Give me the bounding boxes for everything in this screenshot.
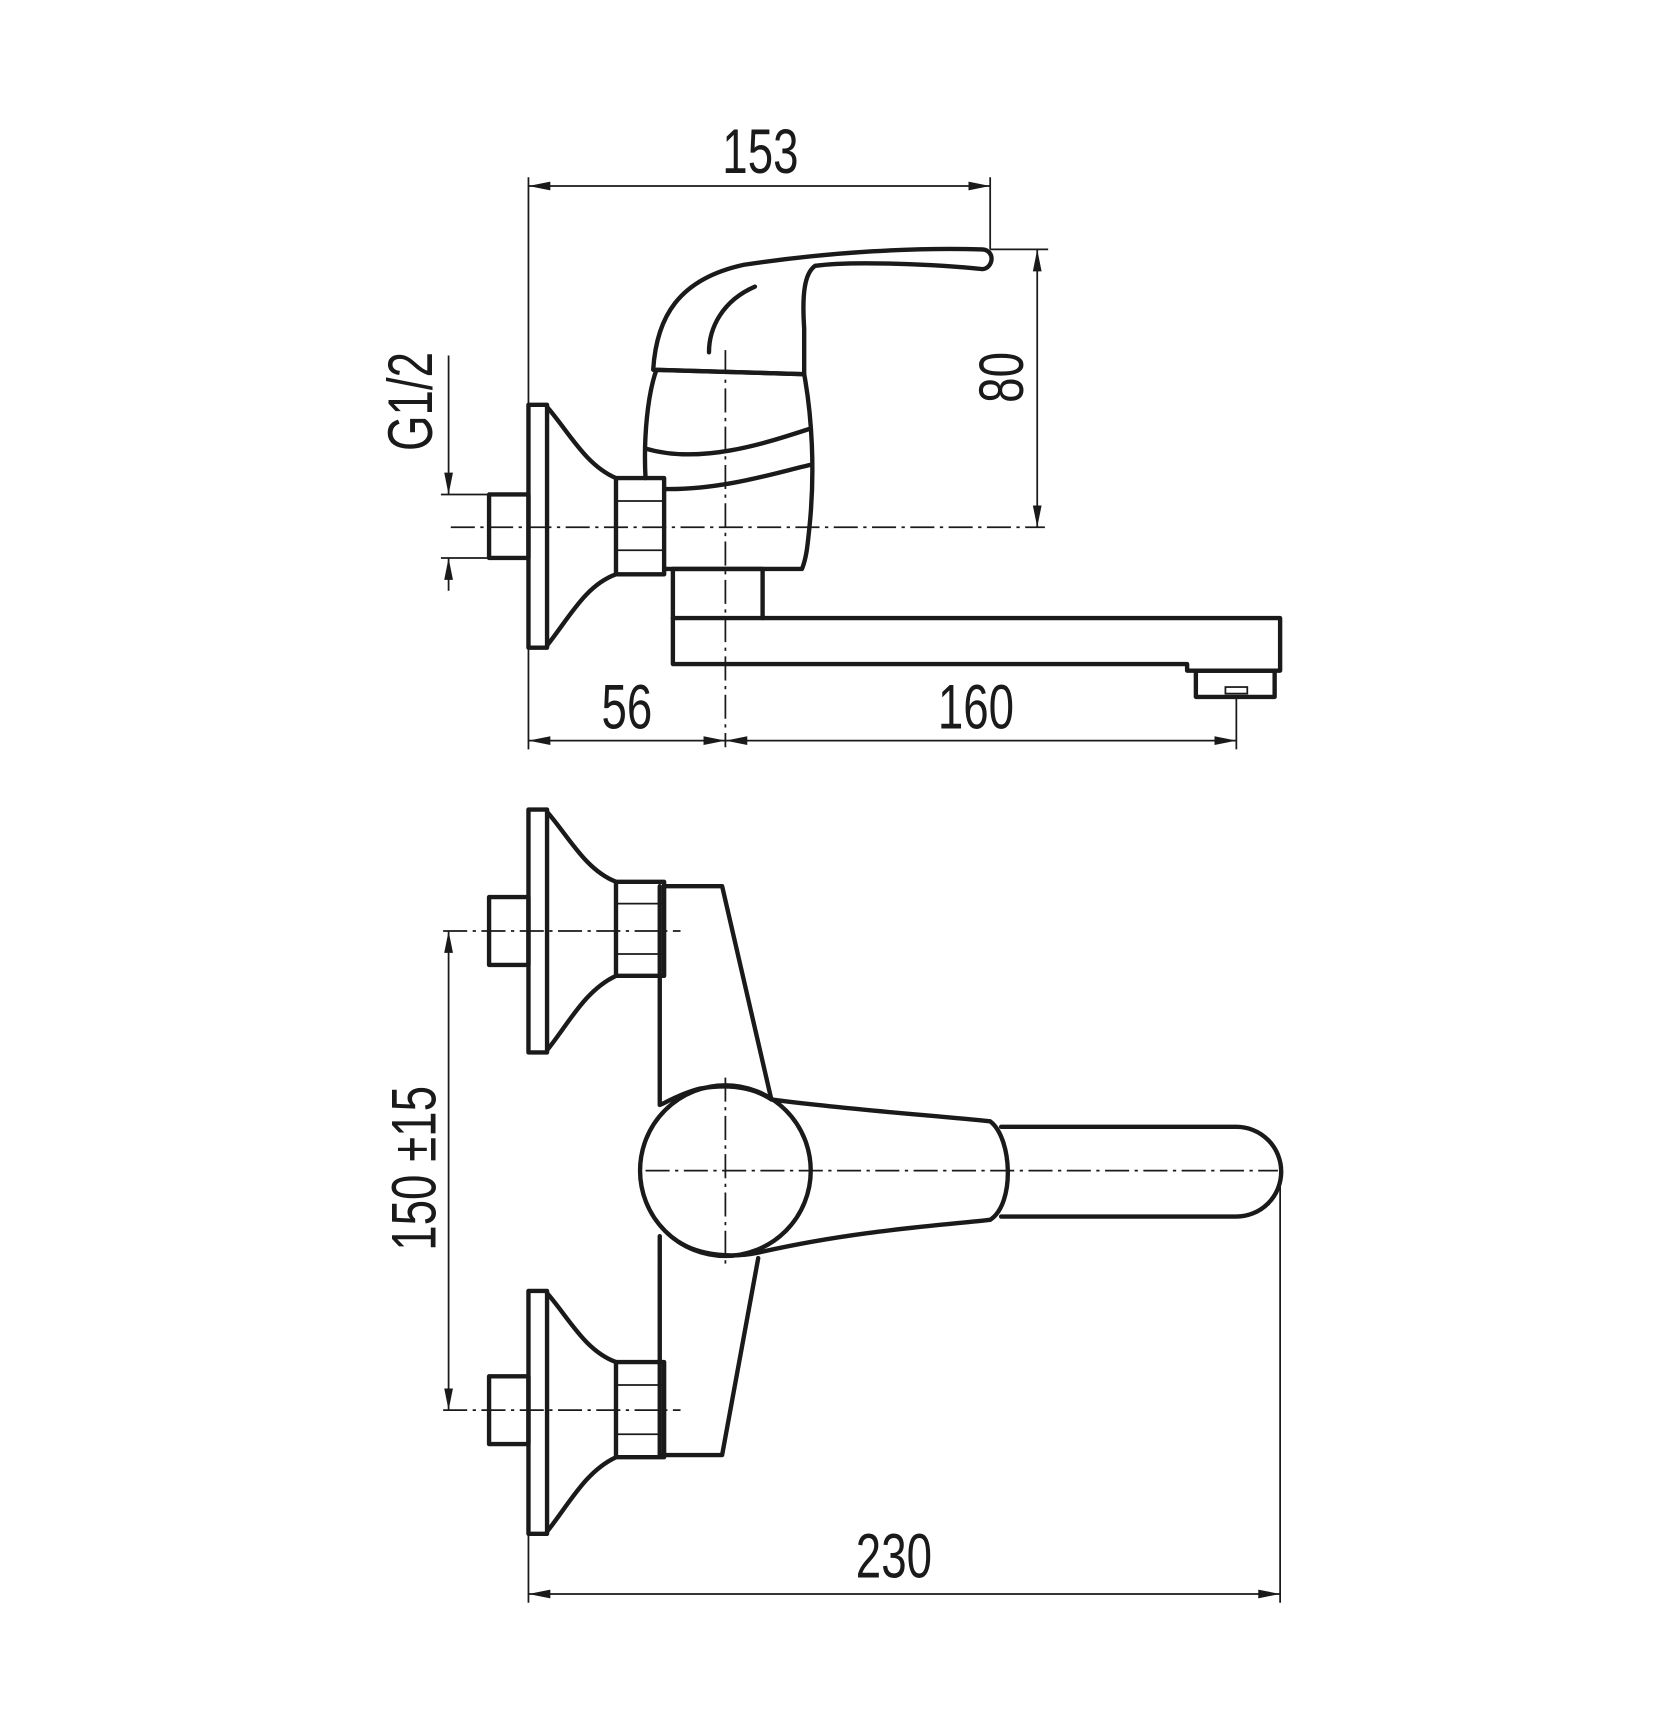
dim-label-153: 153 <box>722 115 798 186</box>
lever-tube <box>998 1124 1284 1219</box>
dim-label-80: 80 <box>966 352 1037 403</box>
lever-front <box>676 1097 1011 1258</box>
spout <box>670 615 1283 673</box>
outlet-block <box>670 566 765 621</box>
dim-label-150: 150 ±15 <box>378 1086 449 1251</box>
wall-plate-bottom <box>526 1288 550 1536</box>
dim-label-56: 56 <box>602 671 653 742</box>
dim-label-160: 160 <box>938 671 1014 742</box>
lever-handle <box>651 246 994 377</box>
union-nut <box>613 475 667 577</box>
plate-flare <box>544 404 619 648</box>
side-view: 153 80 G1/2 56 160 <box>375 115 1283 750</box>
inlet-nipple <box>486 492 531 561</box>
dim-label-230: 230 <box>856 1520 932 1591</box>
wall-plate <box>526 402 550 650</box>
union-nut-top <box>613 879 667 979</box>
aerator <box>1193 668 1277 700</box>
front-view: 150 ±15 230 <box>378 807 1284 1603</box>
dim-label-thread: G1/2 <box>375 352 446 451</box>
